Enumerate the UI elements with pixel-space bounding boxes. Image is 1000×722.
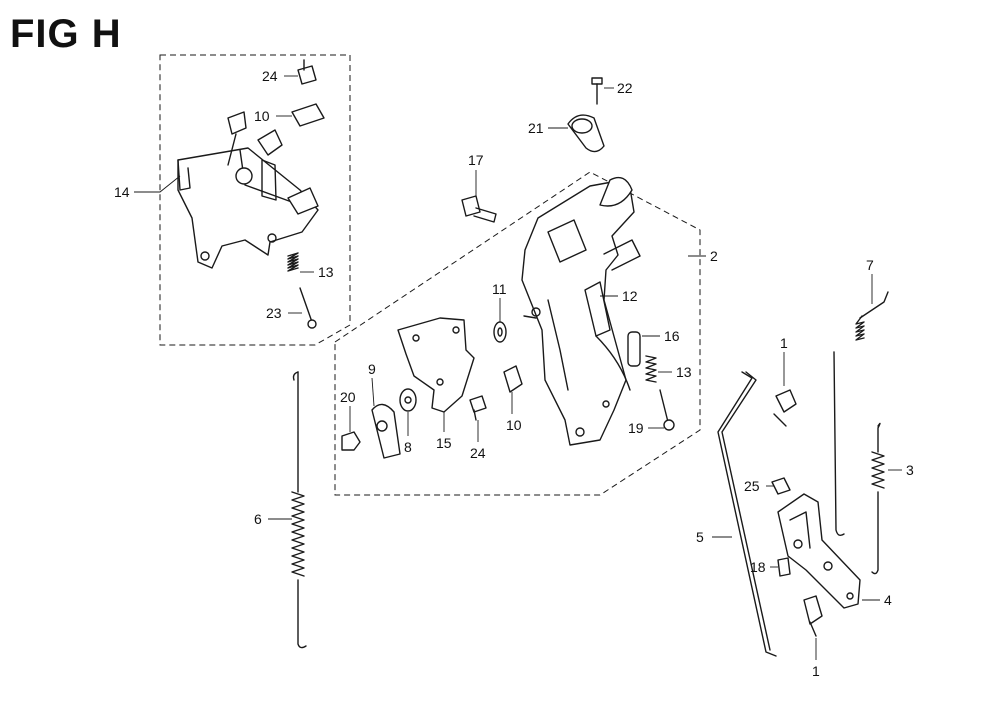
plate-15 (397, 317, 475, 413)
washer-8 (399, 388, 417, 412)
bolt-22 (591, 77, 603, 105)
spring-3 (871, 422, 885, 575)
callout-23: 23 (266, 305, 282, 321)
bolt-17 (461, 195, 497, 223)
callout-24-top: 24 (262, 68, 278, 84)
callout-2: 2 (710, 248, 718, 264)
spring-13-top (287, 252, 299, 272)
clip-10-mid (503, 365, 523, 393)
clamp-21 (567, 114, 605, 153)
clip-1-top (773, 389, 797, 427)
subassembly-14-outline (159, 54, 351, 346)
nut-24-mid (469, 395, 487, 421)
callout-8: 8 (404, 439, 412, 455)
callout-4: 4 (884, 592, 892, 608)
callout-15: 15 (436, 435, 452, 451)
clip-1-bottom (803, 595, 823, 637)
callout-9: 9 (368, 361, 376, 377)
callout-17: 17 (468, 152, 484, 168)
callout-13-right: 13 (676, 364, 692, 380)
callout-10-top: 10 (254, 108, 270, 124)
callout-5: 5 (696, 529, 704, 545)
sleeve-16 (627, 331, 641, 367)
callout-1-bottom: 1 (812, 663, 820, 679)
nut-20 (341, 431, 361, 451)
control-panel-2 (521, 176, 641, 446)
callout-19: 19 (628, 420, 644, 436)
control-rod-5 (717, 371, 777, 657)
callout-12: 12 (622, 288, 638, 304)
lever-9 (371, 403, 401, 459)
callout-21: 21 (528, 120, 544, 136)
callout-3: 3 (906, 462, 914, 478)
governor-panel-outline (334, 171, 701, 496)
figure-title: FIG H (10, 12, 122, 56)
callout-20: 20 (340, 389, 356, 405)
bracket-14 (177, 111, 319, 269)
callout-7: 7 (866, 257, 874, 273)
nut-25 (771, 477, 791, 495)
leader-lines (134, 75, 902, 660)
callout-22: 22 (617, 80, 633, 96)
clip-10-top (291, 103, 325, 127)
nut-24-top (297, 59, 317, 85)
callout-16: 16 (664, 328, 680, 344)
spring-rod-6 (291, 371, 307, 649)
spring-rod-7 (833, 291, 889, 537)
callout-25: 25 (744, 478, 760, 494)
spring-13-right (645, 355, 657, 383)
callout-1-top: 1 (780, 335, 788, 351)
bolt-23 (299, 287, 317, 329)
callout-14: 14 (114, 184, 130, 200)
callout-13-top: 13 (318, 264, 334, 280)
callout-24-mid: 24 (470, 445, 486, 461)
callout-10-mid: 10 (506, 417, 522, 433)
bolt-19 (659, 389, 675, 431)
callout-11: 11 (492, 281, 507, 297)
callout-6: 6 (254, 511, 262, 527)
bolt-18 (777, 557, 791, 577)
bracket-4 (777, 493, 861, 609)
callout-labels: 24 10 14 13 23 22 21 17 2 12 11 16 13 9 … (114, 68, 914, 679)
washer-11 (493, 321, 507, 343)
callout-18: 18 (750, 559, 766, 575)
